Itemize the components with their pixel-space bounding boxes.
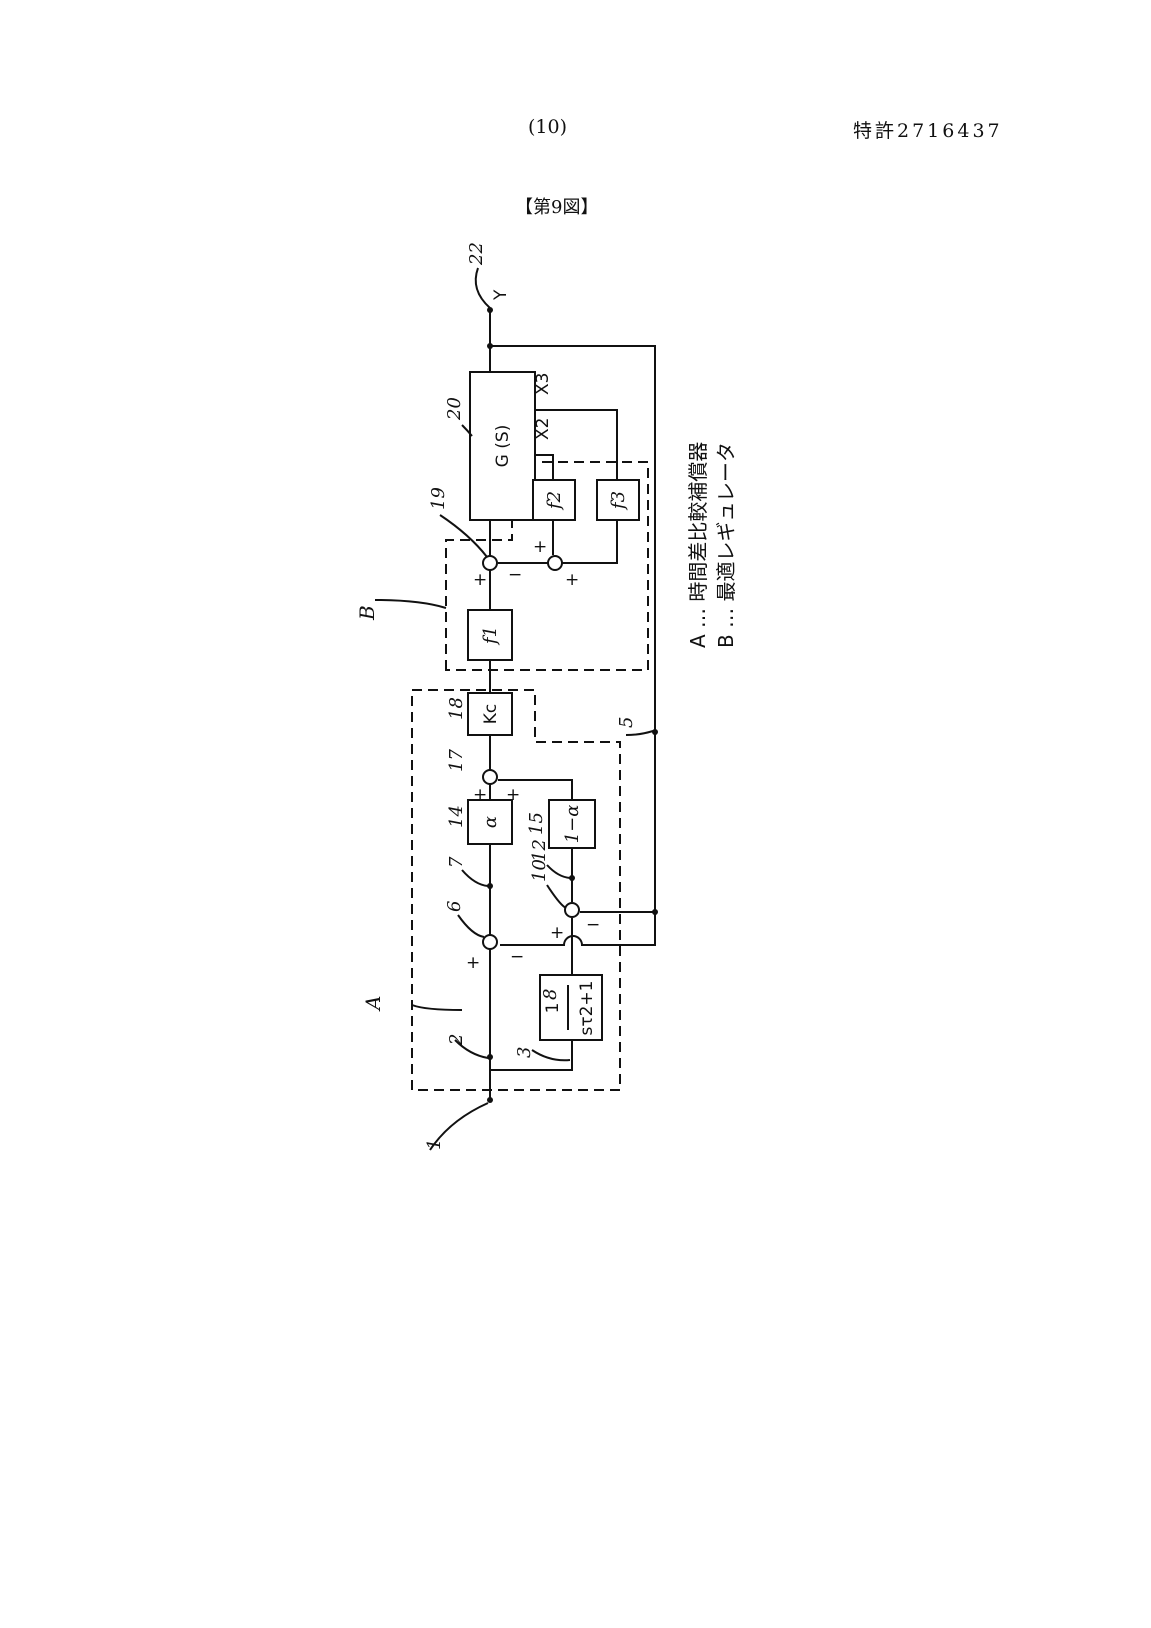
page-number: (10): [528, 116, 568, 138]
x3-line: [535, 409, 618, 480]
svg-text:1−α: 1−α: [562, 805, 583, 844]
svg-text:7: 7: [446, 856, 467, 868]
svg-text:sτ2+1: sτ2+1: [577, 981, 597, 1036]
block-f1: f1: [467, 609, 513, 661]
svg-text:2: 2: [446, 1034, 467, 1046]
block-f2: f2: [532, 479, 576, 521]
reference-numerals: 1 2 3 5 6 7 8 10 12 14 15 17 18 19 20 22…: [355, 242, 637, 1150]
feedback-line-5: [490, 345, 656, 946]
svg-text:+: +: [473, 785, 487, 805]
svg-text:17: 17: [446, 749, 467, 772]
signal-x2: X2: [533, 418, 553, 440]
svg-text:−: −: [510, 947, 524, 967]
svg-text:20: 20: [444, 397, 465, 421]
svg-text:19: 19: [428, 487, 449, 510]
svg-text:14: 14: [446, 805, 467, 828]
legend-item-b: B … 最適レギュレータ: [714, 441, 738, 648]
svg-text:15: 15: [526, 812, 547, 835]
svg-text:1: 1: [543, 1003, 563, 1014]
block-8-lag: 1 sτ2+1: [539, 974, 603, 1041]
svg-text:α: α: [480, 816, 501, 828]
block-18-kc: Kc: [467, 692, 513, 736]
region-a-boundary: [411, 689, 621, 1091]
sum-junction-f: [547, 555, 563, 571]
svg-text:−: −: [508, 565, 522, 585]
block-f3: f3: [596, 479, 640, 521]
svg-text:G (S): G (S): [493, 425, 513, 468]
signal-y: Y: [491, 289, 511, 301]
svg-text:Kc: Kc: [481, 704, 501, 725]
block-20-plant: G (S): [469, 371, 536, 521]
patent-number: 特許2716437: [853, 120, 1003, 142]
block-15-one-minus-alpha: 1−α: [548, 799, 596, 849]
svg-text:+: +: [473, 570, 487, 590]
sum-junction-17: [482, 769, 498, 785]
x2-line: [535, 454, 554, 480]
svg-text:3: 3: [514, 1047, 535, 1058]
svg-text:12: 12: [529, 839, 550, 862]
svg-text:f1: f1: [480, 626, 501, 646]
branch-line-3: [490, 1040, 573, 1071]
svg-text:6: 6: [444, 901, 465, 912]
svg-text:−: −: [586, 915, 600, 935]
svg-text:+: +: [506, 785, 520, 805]
svg-text:B: B: [355, 605, 379, 621]
sum-junction-6: [482, 934, 498, 950]
figure-title: 【第9図】: [515, 197, 599, 218]
legend-item-a: A … 時間差比較補償器: [686, 441, 710, 648]
svg-text:10: 10: [529, 859, 550, 882]
sign-labels: +− +− ++ +− ++: [466, 537, 600, 973]
block-14-alpha: α: [467, 799, 513, 845]
svg-text:+: +: [565, 570, 579, 590]
svg-text:f2: f2: [544, 491, 565, 511]
sum-junction-10: [564, 902, 580, 918]
svg-text:+: +: [533, 537, 547, 557]
sum-junction-19: [482, 555, 498, 571]
leader-lines: [374, 267, 654, 1151]
svg-text:18: 18: [446, 697, 467, 720]
svg-text:22: 22: [466, 242, 487, 266]
signal-x3: X3: [533, 373, 553, 395]
svg-text:+: +: [550, 923, 564, 943]
svg-text:5: 5: [616, 717, 637, 728]
svg-text:f3: f3: [608, 491, 629, 511]
svg-text:+: +: [466, 953, 480, 973]
svg-text:8: 8: [540, 989, 561, 1000]
legend: A … 時間差比較補償器 B … 最適レギュレータ: [684, 408, 740, 648]
svg-text:A: A: [361, 996, 385, 1012]
